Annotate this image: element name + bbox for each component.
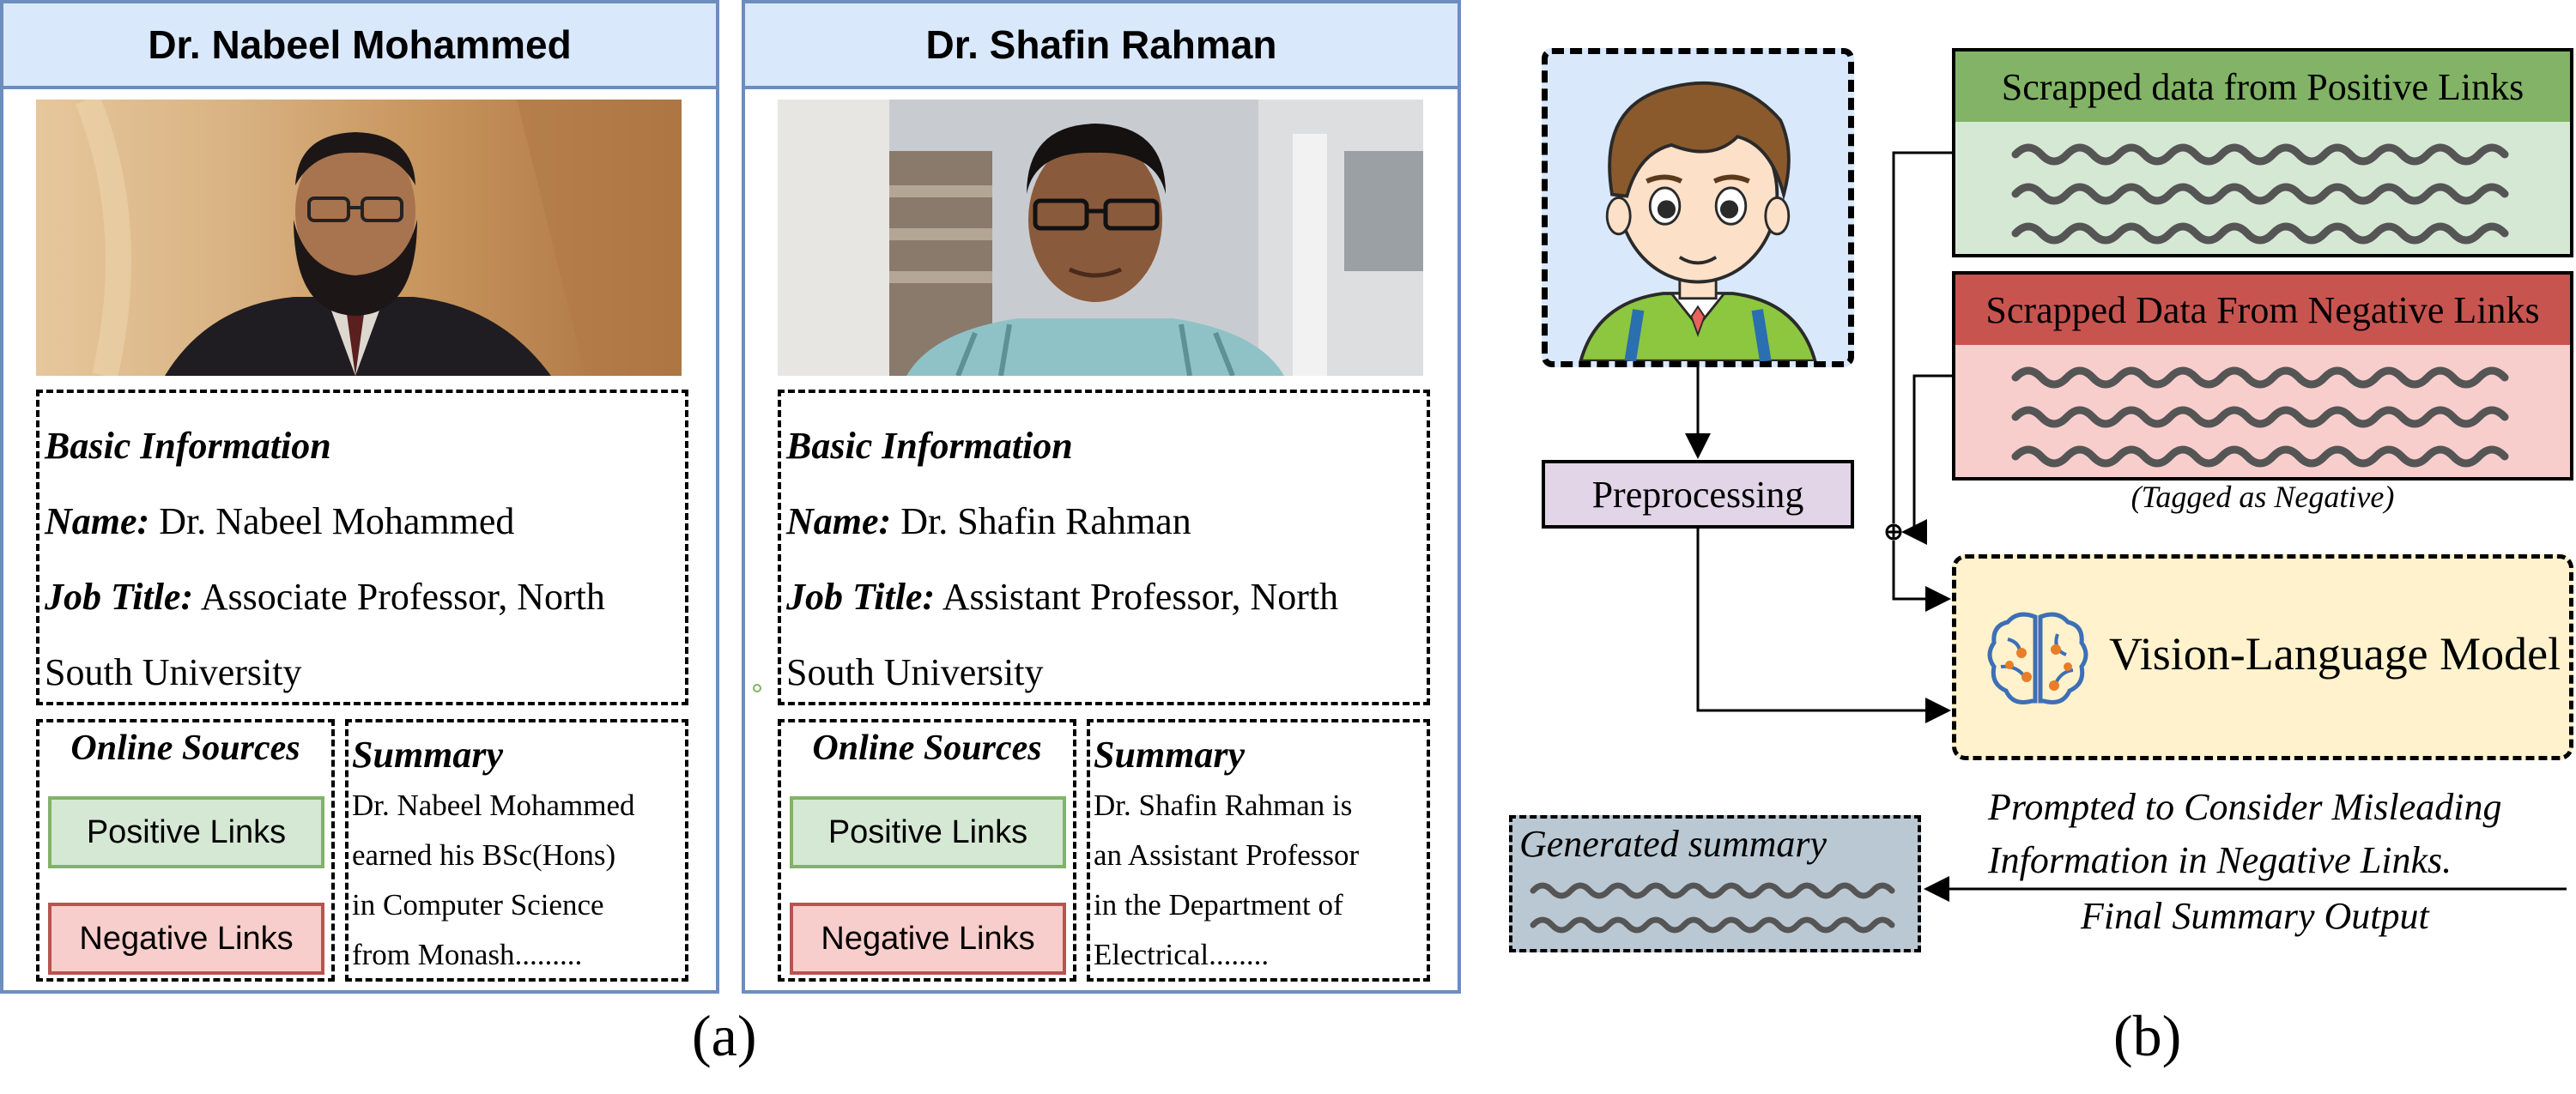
text-lines-icon bbox=[2011, 143, 2509, 245]
job-title-label: Job Title: bbox=[45, 576, 194, 618]
portrait-illustration-icon bbox=[778, 100, 1423, 376]
text-lines-icon bbox=[2011, 366, 2509, 468]
summary-line: an Assistant Professor bbox=[1094, 838, 1360, 872]
summary-title: Summary bbox=[352, 734, 504, 776]
profile-card-shafin: Dr. Shafin Rahman Basic Information Name… bbox=[742, 0, 1461, 994]
junction-to-vlm-arrow bbox=[1892, 541, 1951, 612]
basic-info-title: Basic Information bbox=[45, 425, 331, 467]
profile-photo bbox=[36, 100, 682, 376]
brain-icon bbox=[1987, 612, 2088, 704]
user-avatar-icon bbox=[1579, 81, 1817, 361]
preprocessing-to-vlm-arrow bbox=[1696, 529, 1951, 723]
prompt-line: Prompted to Consider Misleading bbox=[1988, 786, 2502, 828]
job-title-value: Associate Professor, North bbox=[200, 576, 605, 618]
summary-box: Summary Dr. Nabeel Mohammed earned his B… bbox=[345, 719, 688, 982]
portrait-illustration-icon bbox=[36, 100, 682, 376]
summary-line: earned his BSc(Hons) bbox=[352, 838, 616, 872]
summary-line: Electrical........ bbox=[1094, 938, 1270, 971]
job-title-label: Job Title: bbox=[786, 576, 936, 618]
summary-line: in the Department of bbox=[1094, 888, 1343, 922]
summary-line: Dr. Nabeel Mohammed bbox=[352, 789, 635, 822]
generated-summary-box: Generated summary bbox=[1509, 815, 1921, 952]
basic-info-title: Basic Information bbox=[786, 425, 1073, 467]
card-header: Dr. Nabeel Mohammed bbox=[3, 3, 716, 89]
summary-text: Dr. Shafin Rahman is an Assistant Profes… bbox=[1094, 781, 1421, 980]
job-title-value: Assistant Professor, North bbox=[942, 576, 1339, 618]
job-title-value-cont: South University bbox=[786, 651, 1044, 693]
online-sources-box: Online Sources Positive Links Negative L… bbox=[36, 719, 335, 982]
vlm-title: Vision-Language Model bbox=[2109, 628, 2561, 680]
basic-information-box: Basic Information Name: Dr. Nabeel Moham… bbox=[36, 390, 688, 705]
summary-box: Summary Dr. Shafin Rahman is an Assistan… bbox=[1087, 719, 1430, 982]
online-sources-box: Online Sources Positive Links Negative L… bbox=[778, 719, 1076, 982]
profile-photo bbox=[778, 100, 1423, 376]
negative-scraped-data-box: Scrapped Data From Negative Links bbox=[1952, 271, 2573, 481]
name-value: Dr. Nabeel Mohammed bbox=[159, 500, 515, 542]
card-header: Dr. Shafin Rahman bbox=[745, 3, 1458, 89]
basic-information-box: Basic Information Name: Dr. Shafin Rahma… bbox=[778, 390, 1430, 705]
summary-line: in Computer Science bbox=[352, 888, 604, 922]
positive-scraped-data-box: Scrapped data from Positive Links bbox=[1952, 48, 2573, 257]
job-title-value-cont: South University bbox=[45, 651, 302, 693]
panel-a-label: (a) bbox=[692, 1003, 757, 1068]
negative-links-button[interactable]: Negative Links bbox=[48, 903, 324, 975]
positive-data-connector bbox=[1892, 151, 1952, 523]
positive-data-title: Scrapped data from Positive Links bbox=[1955, 51, 2570, 122]
summary-line: Dr. Shafin Rahman is bbox=[1094, 789, 1353, 822]
online-sources-title: Online Sources bbox=[812, 728, 1042, 768]
name-value: Dr. Shafin Rahman bbox=[900, 500, 1191, 542]
name-label: Name: bbox=[786, 500, 892, 542]
profile-card-nabeel: Dr. Nabeel Mohammed Basic Information bbox=[0, 0, 719, 994]
generated-summary-title: Generated summary bbox=[1519, 823, 1827, 865]
prompt-note: Prompted to Consider Misleading Informat… bbox=[1988, 781, 2501, 887]
online-sources-title: Online Sources bbox=[70, 728, 300, 768]
text-lines-icon bbox=[1530, 882, 1895, 934]
summary-line: from Monash......... bbox=[352, 938, 583, 971]
negative-tag-note: (Tagged as Negative) bbox=[2131, 480, 2395, 514]
negative-data-connector bbox=[1901, 374, 1952, 545]
negative-links-button[interactable]: Negative Links bbox=[790, 903, 1066, 975]
panel-b-label: (b) bbox=[2113, 1003, 2182, 1068]
final-output-label: Final Summary Output bbox=[2081, 895, 2429, 937]
preprocessing-box: Preprocessing bbox=[1542, 460, 1854, 529]
name-label: Name: bbox=[45, 500, 150, 542]
prompt-line: Information in Negative Links. bbox=[1988, 839, 2452, 881]
positive-links-button[interactable]: Positive Links bbox=[790, 796, 1066, 868]
junction-node bbox=[1885, 523, 1902, 541]
vision-language-model-box: Vision-Language Model bbox=[1952, 554, 2573, 760]
user-avatar-box bbox=[1542, 48, 1854, 367]
summary-title: Summary bbox=[1094, 734, 1246, 776]
positive-links-button[interactable]: Positive Links bbox=[48, 796, 324, 868]
negative-data-title: Scrapped Data From Negative Links bbox=[1955, 275, 2570, 345]
summary-text: Dr. Nabeel Mohammed earned his BSc(Hons)… bbox=[352, 781, 680, 980]
